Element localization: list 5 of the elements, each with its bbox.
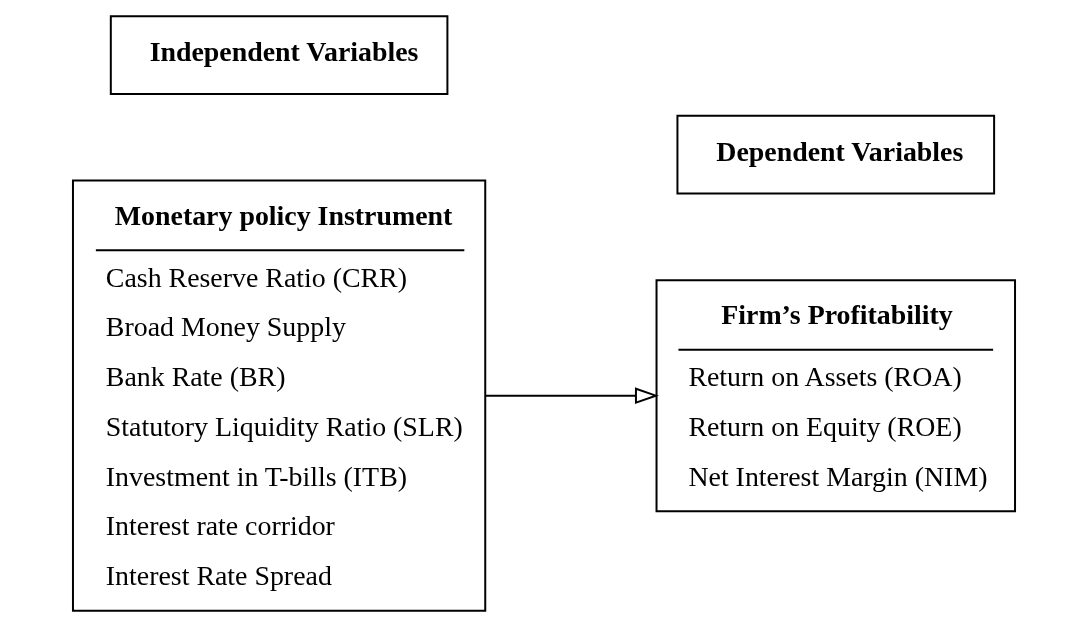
node-box: Dependent Variables	[676, 114, 996, 195]
node-box: Independent Variables	[109, 15, 449, 95]
node-box: Firm’s Profitability Return on Assets (ROA) Return on Equity (ROE) Net Interest Margin (NIM)	[655, 279, 1017, 513]
node-box: Monetary policy Instrument Cash Reserve Ratio (CRR) Broad Money Supply Bank Rate (BR) Statutory Liquidity Ratio (SLR) Investment in T-bills (ITB) Interest rate corridor Interest Rate Spread	[71, 179, 487, 612]
arrow	[484, 387, 659, 405]
